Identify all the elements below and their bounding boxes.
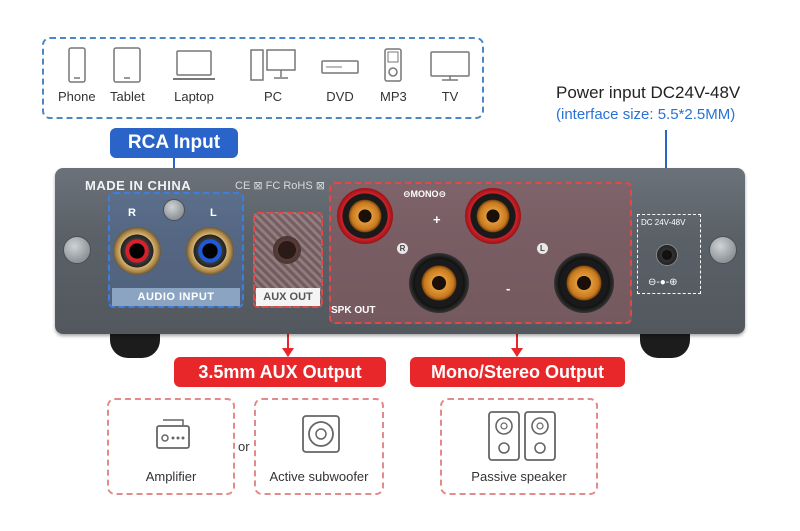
source-laptop: Laptop	[172, 47, 216, 104]
source-mp3: MP3	[380, 47, 407, 104]
phone-icon	[68, 47, 86, 83]
aux-out-label: AUX OUT	[256, 288, 320, 306]
plus-symbol: +	[433, 212, 441, 227]
amplifier-label: Amplifier	[145, 469, 197, 484]
aux-output-callout: 3.5mm AUX Output	[174, 357, 386, 387]
source-tablet: Tablet	[110, 47, 145, 104]
input-selector-knob[interactable]	[163, 199, 185, 221]
source-phone: Phone	[58, 47, 96, 104]
source-label: DVD	[326, 89, 354, 104]
or-text: or	[238, 439, 250, 454]
amp-foot-left	[110, 332, 160, 358]
power-interface-size: (interface size: 5.5*2.5MM)	[556, 106, 736, 123]
dc-voltage-label: DC 24V-48V	[641, 218, 686, 227]
rca-input-callout: RCA Input	[110, 128, 238, 158]
mp3-icon	[384, 48, 403, 82]
subwoofer-icon	[302, 415, 340, 453]
channel-r-label: R	[128, 207, 136, 219]
source-pc: PC	[249, 47, 297, 104]
subwoofer-label: Active subwoofer	[269, 469, 369, 484]
source-label: MP3	[380, 89, 407, 104]
amplifier-device-box: Amplifier	[107, 398, 235, 495]
panel-screw-right	[709, 236, 737, 264]
mono-label: MONO	[410, 189, 439, 199]
aux-out-jack[interactable]	[273, 236, 301, 264]
rca-jack-left[interactable]	[186, 227, 234, 275]
source-label: Laptop	[174, 89, 214, 104]
speaker-post-l-plus[interactable]	[465, 188, 521, 244]
source-label: Tablet	[110, 89, 145, 104]
laptop-icon	[173, 50, 215, 80]
source-dvd: DVD	[320, 47, 360, 104]
amp-foot-right	[640, 332, 690, 358]
amplifier-icon	[156, 419, 190, 449]
power-input-title: Power input DC24V-48V	[556, 83, 741, 102]
speaker-post-l-minus[interactable]	[554, 253, 614, 313]
mono-tag: ⊖MONO⊖	[403, 189, 447, 199]
made-in-label: MADE IN CHINA	[85, 178, 192, 193]
rca-jack-right[interactable]	[113, 227, 161, 275]
source-label: TV	[441, 89, 459, 104]
source-label: Phone	[58, 89, 96, 104]
audio-input-label: AUDIO INPUT	[112, 288, 240, 306]
speaker-post-r-minus[interactable]	[409, 253, 469, 313]
source-label: PC	[263, 89, 283, 104]
mono-stereo-output-callout: Mono/Stereo Output	[410, 357, 625, 387]
dvd-icon	[321, 60, 359, 74]
pc-icon	[250, 49, 296, 81]
dc-polarity-symbol: ⊖-●-⊕	[648, 277, 678, 288]
speaker-device-box: Passive speaker	[440, 398, 598, 495]
passive-speaker-icon	[488, 411, 556, 461]
certification-marks: CE ⊠ FC RoHS ⊠	[235, 180, 325, 192]
minus-symbol: -	[506, 281, 511, 296]
dc-power-jack[interactable]	[656, 244, 678, 266]
spk-r-marker: R	[397, 243, 408, 254]
tablet-icon	[113, 47, 142, 83]
channel-l-label: L	[210, 207, 217, 219]
speaker-post-r-plus[interactable]	[337, 188, 393, 244]
source-devices-panel: Phone Tablet Laptop PC DVD	[42, 37, 484, 119]
source-tv: TV	[429, 47, 471, 104]
passive-speaker-label: Passive speaker	[471, 469, 567, 484]
dc-input-section	[637, 214, 701, 294]
subwoofer-device-box: Active subwoofer	[254, 398, 384, 495]
spk-l-marker: L	[537, 243, 548, 254]
tv-icon	[430, 51, 470, 81]
spk-out-label: SPK OUT	[331, 305, 376, 316]
panel-screw-left	[63, 236, 91, 264]
